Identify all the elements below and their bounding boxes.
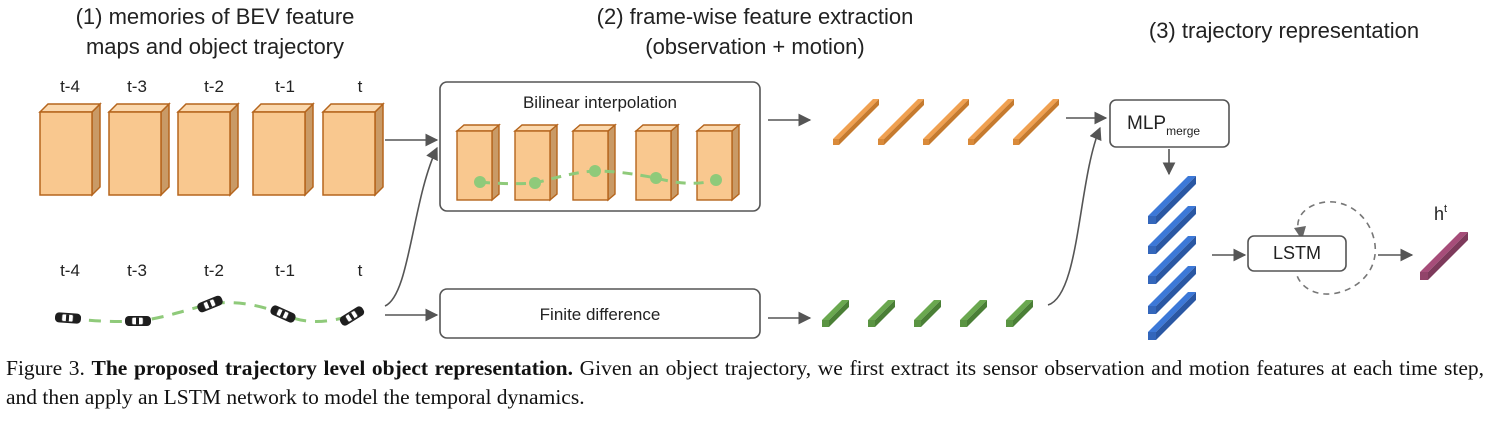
bev-feature-map-cube <box>107 102 171 197</box>
merged-feature-vector <box>1148 292 1196 340</box>
motion-feature-vector <box>1006 300 1033 327</box>
car-icon <box>197 295 223 313</box>
caption-prefix: Figure 3. <box>6 356 92 380</box>
motion-feature-vector <box>960 300 987 327</box>
observation-feature-vector <box>1013 99 1059 145</box>
merged-feature-vector <box>1148 236 1196 284</box>
car-icon <box>125 316 151 326</box>
motion-features <box>822 300 1033 327</box>
lstm-label: LSTM <box>1273 243 1321 263</box>
time-label-bottom-t1: t-1 <box>275 261 295 280</box>
bev-feature-map-cube <box>251 102 315 197</box>
merged-features <box>1148 176 1196 340</box>
observation-features <box>833 99 1059 145</box>
observation-feature-vector <box>878 99 924 145</box>
section-3-title: (3) trajectory representation <box>1149 18 1419 43</box>
section-2-title-line1: (2) frame-wise feature extraction <box>597 4 914 29</box>
time-label-top-t4: t-4 <box>60 77 80 96</box>
section-1-title-line1: (1) memories of BEV feature <box>76 4 355 29</box>
motion-feature-vector <box>868 300 895 327</box>
trajectory-point <box>710 174 722 186</box>
bev-feature-map-cube <box>38 102 102 197</box>
section-2-title-line2: (observation + motion) <box>645 34 865 59</box>
trajectory-point <box>529 177 541 189</box>
time-label-top-t1: t-1 <box>275 77 295 96</box>
motion-feature-vector <box>822 300 849 327</box>
output-label: ht <box>1434 203 1447 224</box>
car-icon <box>339 306 365 326</box>
observation-feature-vector <box>923 99 969 145</box>
observation-feature-vector <box>968 99 1014 145</box>
small-feature-map-cube <box>634 123 680 202</box>
merged-feature-vector <box>1148 266 1196 314</box>
time-label-top-t3: t-3 <box>127 77 147 96</box>
bev-feature-map-cube <box>176 102 240 197</box>
merged-feature-vector <box>1148 206 1196 254</box>
time-label-bottom-t2: t-2 <box>204 261 224 280</box>
mlp-merge-label: MLPmerge <box>1127 113 1200 138</box>
lstm-recurrent-loop <box>1295 201 1376 295</box>
observation-feature-vector <box>833 99 879 145</box>
figure-caption: Figure 3. The proposed trajectory level … <box>6 354 1484 412</box>
small-feature-map-cube <box>571 123 617 202</box>
bev-feature-maps <box>38 102 385 197</box>
bev-feature-map-cube <box>321 102 385 197</box>
time-label-bottom-t: t <box>358 261 363 280</box>
car-icon <box>270 305 296 323</box>
merged-feature-vector <box>1148 176 1196 224</box>
car-icon <box>54 312 82 324</box>
small-feature-map-cube <box>455 123 501 202</box>
trajectory-point <box>474 176 486 188</box>
section-1-title-line2: maps and object trajectory <box>86 34 344 59</box>
small-feature-map-cube <box>513 123 559 202</box>
arrow-motion-to-mlp <box>1047 126 1102 306</box>
time-label-top-t2: t-2 <box>204 77 224 96</box>
arrow-trajectory-to-bilinear <box>384 146 438 307</box>
trajectory-point <box>650 172 662 184</box>
object-trajectory-path <box>67 301 351 324</box>
bilinear-interpolation-label: Bilinear interpolation <box>523 93 677 112</box>
output-feature-vector <box>1420 232 1468 280</box>
time-label-bottom-t3: t-3 <box>127 261 147 280</box>
time-label-bottom-t4: t-4 <box>60 261 80 280</box>
finite-difference-box <box>439 288 761 339</box>
caption-title: The proposed trajectory level object rep… <box>91 356 573 380</box>
interpolated-feature-maps <box>455 123 741 202</box>
diagram: (1) memories of BEV feature maps and obj… <box>38 4 1468 340</box>
caption-body: Given an object trajectory, we first ext… <box>6 356 1484 409</box>
finite-difference-label: Finite difference <box>540 305 661 324</box>
lstm-box <box>1247 235 1347 272</box>
mlp-merge-box <box>1109 99 1230 148</box>
motion-feature-vector <box>914 300 941 327</box>
time-label-top-t: t <box>358 77 363 96</box>
trajectory-point <box>589 165 601 177</box>
small-feature-map-cube <box>695 123 741 202</box>
